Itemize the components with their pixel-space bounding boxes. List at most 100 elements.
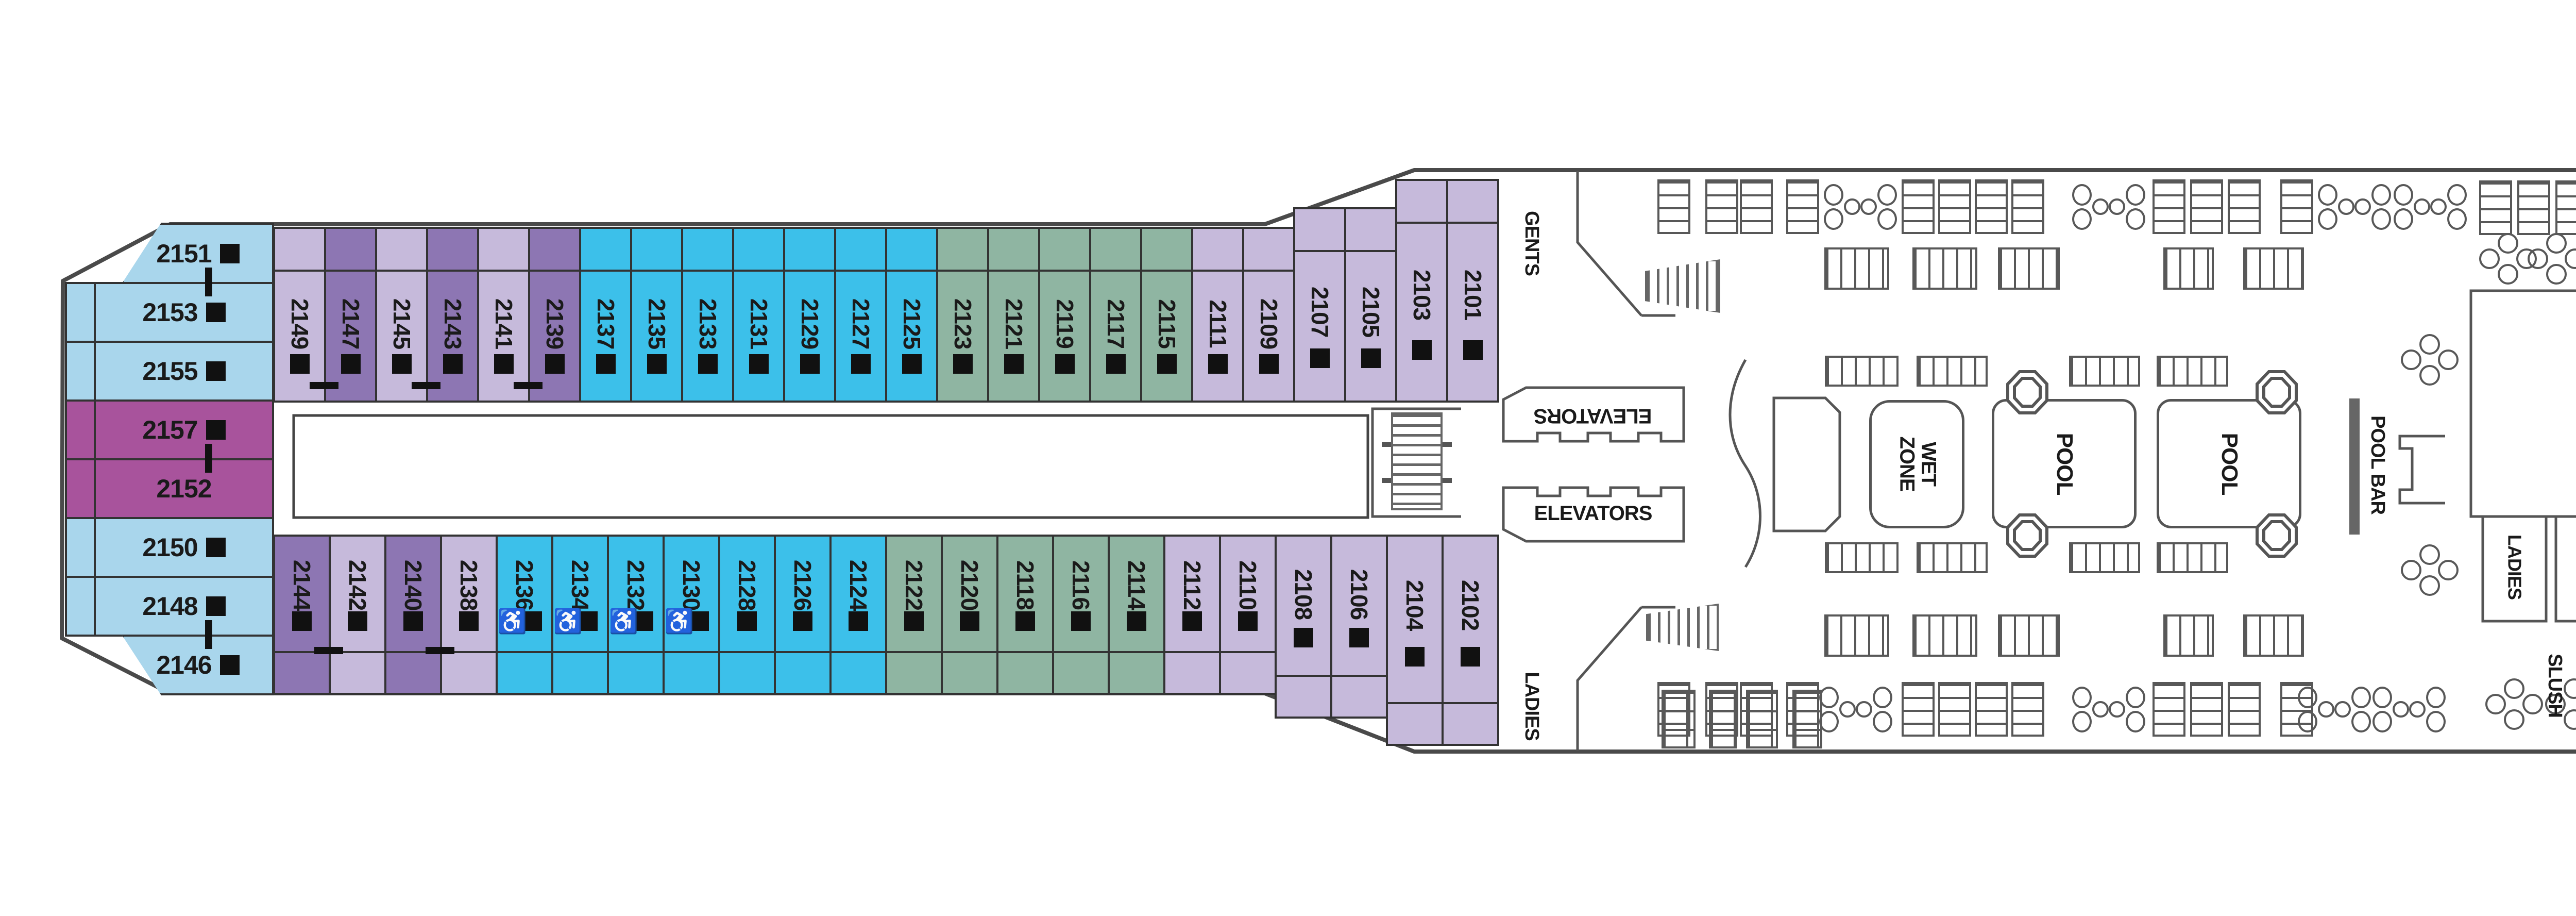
cabin-2130[interactable]: 2130♿ [663,535,720,695]
pool-2-area[interactable] [2157,399,2301,528]
balcony-cell [65,282,96,343]
cabin-2134[interactable]: 2134♿ [551,535,609,695]
cabin-2116[interactable]: 2116 [1052,535,1110,695]
bed-icon [206,596,226,616]
bed-icon [849,611,868,631]
sun-lounger-stack [1938,682,1971,737]
cabin-2117[interactable]: 2117 [1089,227,1142,403]
cabin-2144[interactable]: 2144 [273,535,331,695]
cabin-2106[interactable]: 2106 [1330,535,1388,719]
table-icon [2546,264,2567,285]
pool-1-area[interactable] [1992,399,2137,528]
balcony-divider [530,270,580,272]
cabin-2147[interactable]: 2147 [324,227,377,403]
pool-bar-counter-strip [2349,398,2360,535]
cabin-2112[interactable]: 2112 [1163,535,1221,695]
cabin-2145[interactable]: 2145 [375,227,428,403]
bed-icon [578,611,598,631]
cabin-2126[interactable]: 2126 [774,535,832,695]
cabin-2140[interactable]: 2140 [384,535,442,695]
balcony-divider [887,270,937,272]
cabin-2102[interactable]: 2102 [1442,535,1499,746]
cabin-2107[interactable]: 2107 [1293,207,1346,403]
balcony-cell [65,341,96,402]
whirlpool-octagon[interactable] [2256,370,2298,414]
connecting-door-tick [205,444,212,473]
bed-icon [206,538,226,557]
stairs-mid-lobby[interactable] [1391,412,1443,510]
whirlpool-octagon[interactable] [2256,513,2298,558]
chair-icon [1824,184,1843,206]
cabin-2146[interactable]: 2146 [122,635,274,695]
cabin-2150[interactable]: 2150 [94,517,274,578]
cabin-2153[interactable]: 2153 [94,282,274,343]
cabin-number: 2151 [124,225,272,282]
cabin-2157[interactable]: 2157 [94,399,274,460]
label-pool-1: POOL [2052,433,2077,495]
whirlpool-octagon[interactable] [2006,513,2048,558]
cabin-2133[interactable]: 2133 [681,227,734,403]
cabin-2139[interactable]: 2139 [528,227,581,403]
chair-icon [2318,184,2337,206]
bed-icon [633,611,653,631]
table-cluster [2545,678,2576,730]
cabin-2121[interactable]: 2121 [987,227,1040,403]
cabin-2132[interactable]: 2132♿ [607,535,665,695]
balcony-divider [1443,702,1498,704]
cabin-2129[interactable]: 2129 [783,227,836,403]
balcony-divider [1346,250,1396,252]
chair-icon [1839,701,1856,718]
cabin-2131[interactable]: 2131 [732,227,785,403]
table-with-chairs [1824,179,1897,234]
cabin-2148[interactable]: 2148 [94,576,274,637]
chair-icon [2125,686,2145,732]
sun-lounger-stack [2555,180,2576,235]
cabin-2120[interactable]: 2120 [941,535,998,695]
cabin-2122[interactable]: 2122 [885,535,943,695]
cabin-2128[interactable]: 2128 [718,535,776,695]
cabin-2109[interactable]: 2109 [1242,227,1295,403]
bed-icon [1412,340,1432,360]
cabin-2141[interactable]: 2141 [477,227,530,403]
cabin-2110[interactable]: 2110 [1219,535,1277,695]
balcony-divider [775,651,830,653]
cabin-2123[interactable]: 2123 [936,227,989,403]
chair-icon [2351,686,2371,732]
bed-icon [800,354,820,374]
chair-icon [2394,184,2413,230]
wet-zone-area[interactable] [1869,400,1964,528]
cabin-2115[interactable]: 2115 [1140,227,1193,403]
cabin-2155[interactable]: 2155 [94,341,274,402]
cabin-2118[interactable]: 2118 [996,535,1054,695]
cabin-2125[interactable]: 2125 [885,227,938,403]
cabin-2135[interactable]: 2135 [630,227,683,403]
label-line: SLUSH [2544,654,2566,718]
sun-lounger-stack [1975,682,2008,737]
cabin-2124[interactable]: 2124 [829,535,887,695]
cabin-2138[interactable]: 2138 [440,535,498,695]
cabin-2108[interactable]: 2108 [1275,535,1332,719]
whirlpool-octagon[interactable] [2006,370,2048,414]
table-cluster [2401,544,2459,596]
cabin-2149[interactable]: 2149 [273,227,326,403]
cabin-2111[interactable]: 2111 [1191,227,1244,403]
cabin-2137[interactable]: 2137 [579,227,632,403]
wheelchair-icon: ♿ [608,607,638,635]
chair-icon [2092,198,2109,215]
cabin-2104[interactable]: 2104 [1386,535,1444,746]
cabin-2142[interactable]: 2142 [329,535,386,695]
table-with-chairs [2372,682,2446,737]
cabin-2127[interactable]: 2127 [834,227,887,403]
cabin-2103[interactable]: 2103 [1395,179,1448,403]
cabin-2136[interactable]: 2136♿ [496,535,553,695]
balcony-divider [275,270,325,272]
cabin-2152[interactable]: 2152 [94,458,274,519]
cabin-2105[interactable]: 2105 [1344,207,1397,403]
cabin-2114[interactable]: 2114 [1108,535,1165,695]
cabin-2151[interactable]: 2151 [122,223,274,284]
cabin-2143[interactable]: 2143 [426,227,479,403]
cabin-2119[interactable]: 2119 [1038,227,1091,403]
chair-icon [2409,701,2426,718]
balcony-divider [428,270,478,272]
cabin-2101[interactable]: 2101 [1446,179,1499,403]
